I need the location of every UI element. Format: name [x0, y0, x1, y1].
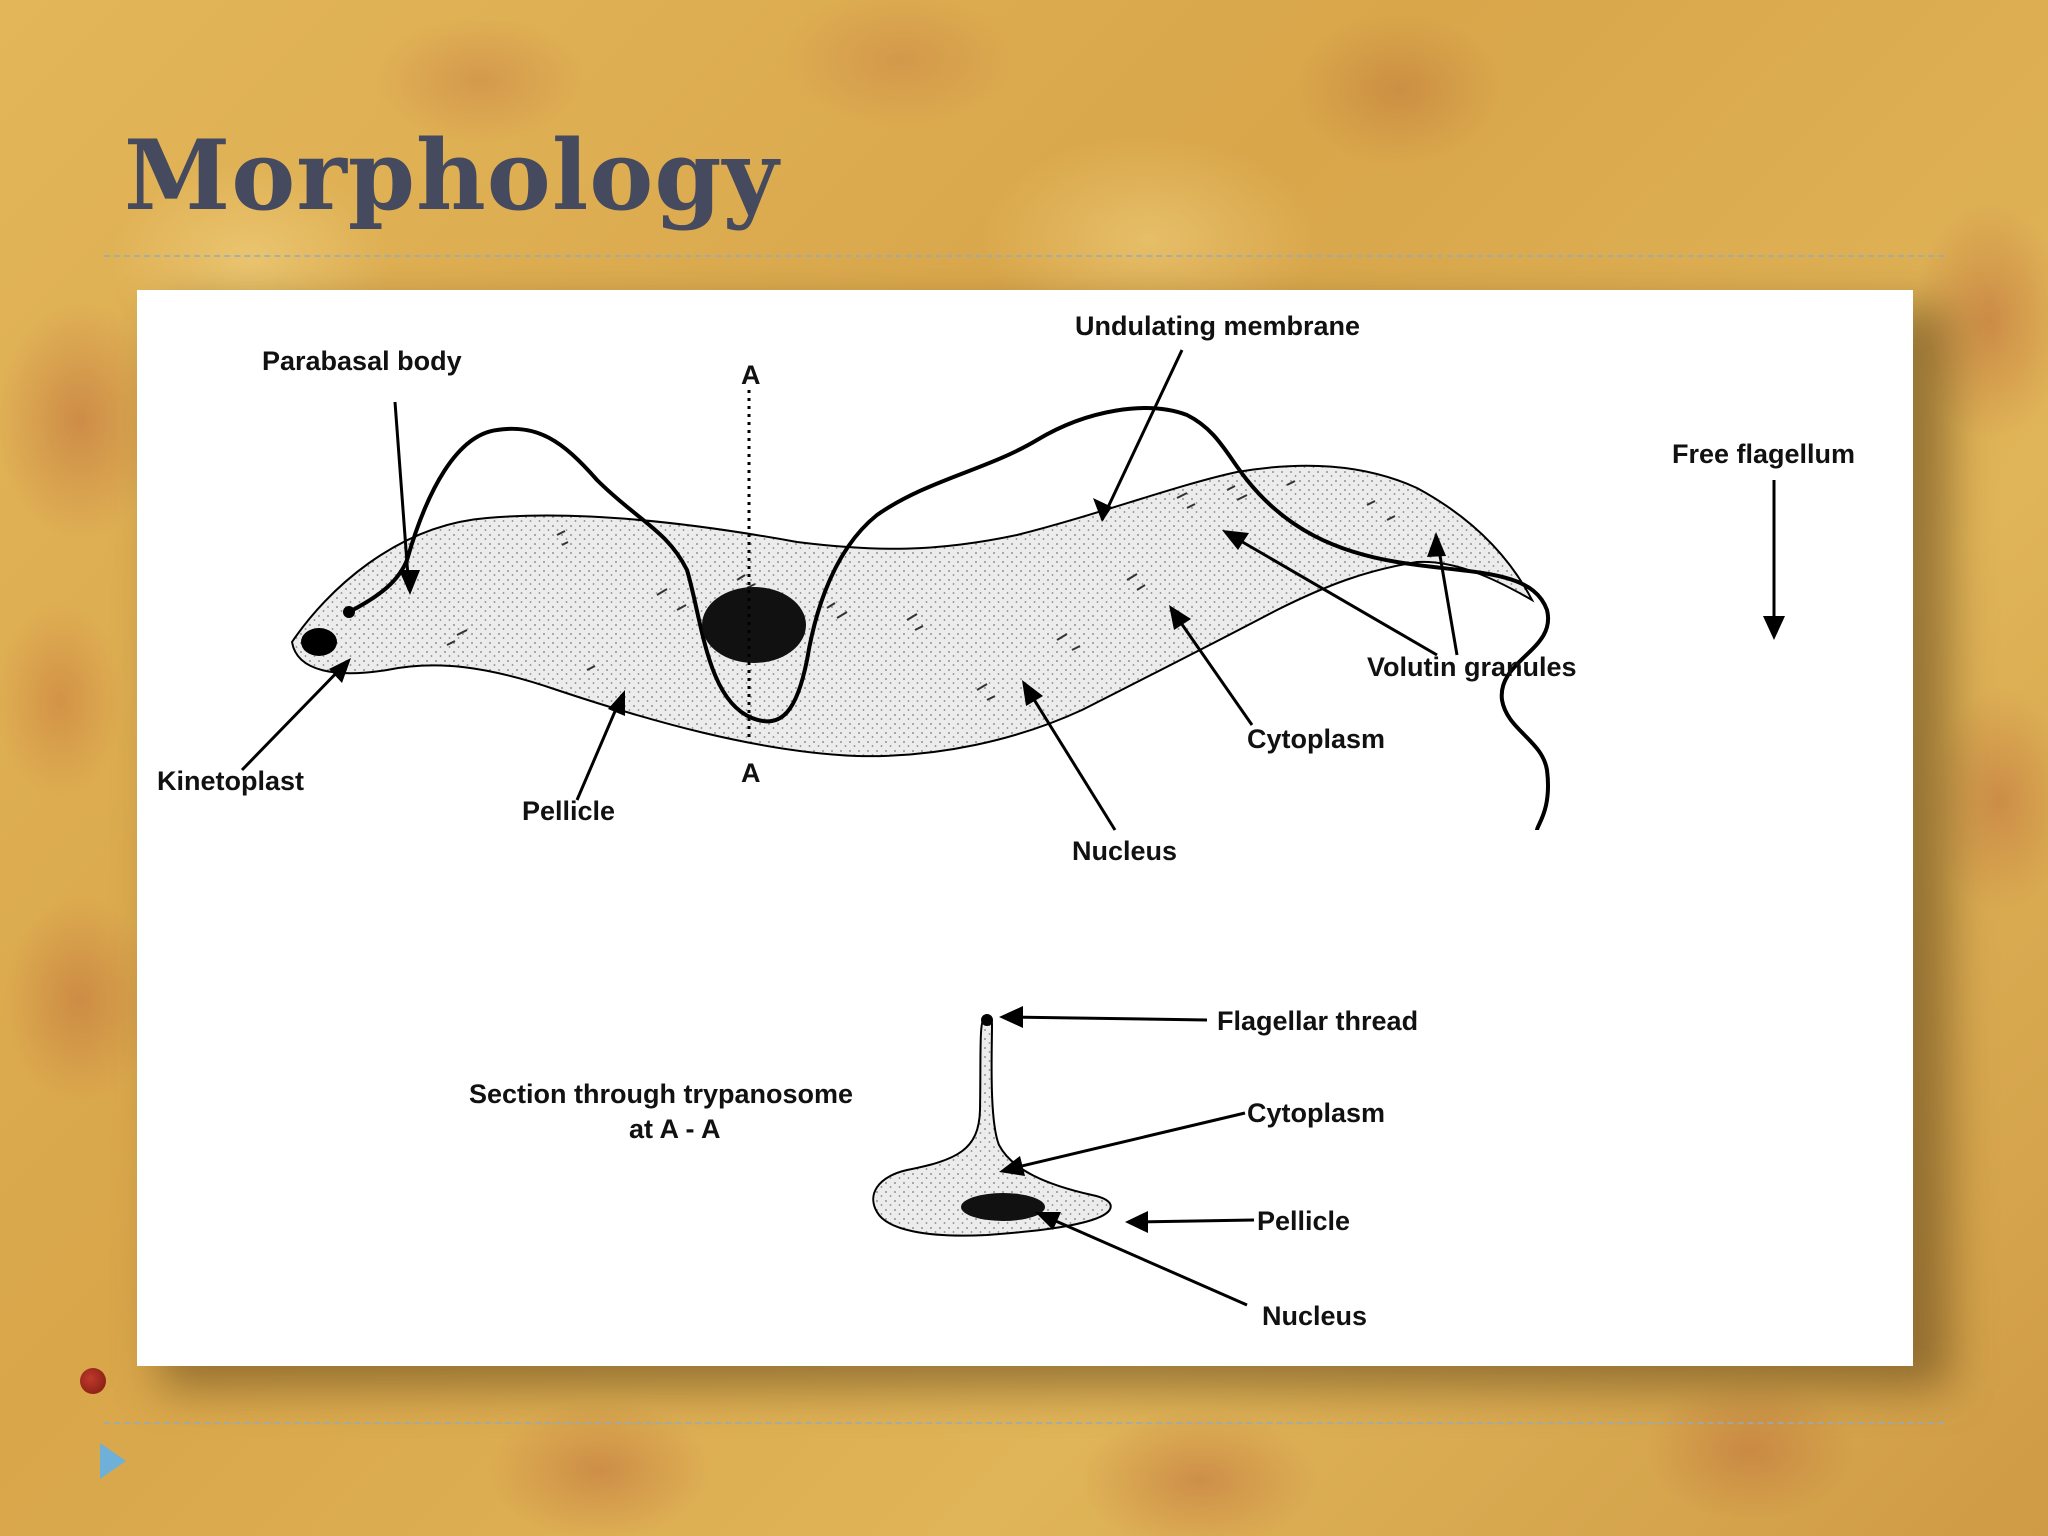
label-kinetoplast: Kinetoplast [157, 766, 304, 796]
label-nucleus: Nucleus [1072, 836, 1177, 866]
section-marker-bottom: A [741, 758, 761, 788]
triangle-right-icon[interactable] [100, 1443, 126, 1479]
section-nucleus-shape [961, 1193, 1045, 1221]
section-label-pellicle: Pellicle [1257, 1206, 1350, 1236]
section-caption-line2: at A - A [629, 1114, 721, 1144]
section-arrows [999, 1006, 1254, 1305]
label-free-flagellum: Free flagellum [1672, 439, 1855, 469]
section-caption-line1: Section through trypanosome [469, 1079, 853, 1109]
nucleus-shape [702, 587, 806, 663]
section-label-flagellar-thread: Flagellar thread [1217, 1006, 1418, 1036]
section-label-nucleus: Nucleus [1262, 1301, 1367, 1331]
label-volutin-granules: Volutin granules [1367, 652, 1577, 682]
label-cytoplasm: Cytoplasm [1247, 724, 1385, 754]
label-undulating-membrane: Undulating membrane [1075, 311, 1360, 341]
kinetoplast-shape [301, 628, 337, 656]
slide-title: Morphology [124, 128, 779, 224]
figure-panel: A A Undulating membrane Parabasal body F… [137, 290, 1913, 1366]
label-parabasal-body: Parabasal body [262, 346, 462, 376]
section-label-cytoplasm: Cytoplasm [1247, 1098, 1385, 1128]
red-dot-icon [80, 1368, 106, 1394]
parabasal-body-shape [343, 606, 355, 618]
cell-body [292, 466, 1532, 756]
section-marker-top: A [741, 360, 761, 390]
title-divider [104, 255, 1944, 257]
footer-divider [104, 1422, 1944, 1424]
trypanosome-diagram: A A Undulating membrane Parabasal body F… [137, 290, 1913, 1366]
section-flagellar-thread-shape [981, 1014, 993, 1026]
label-pellicle: Pellicle [522, 796, 615, 826]
